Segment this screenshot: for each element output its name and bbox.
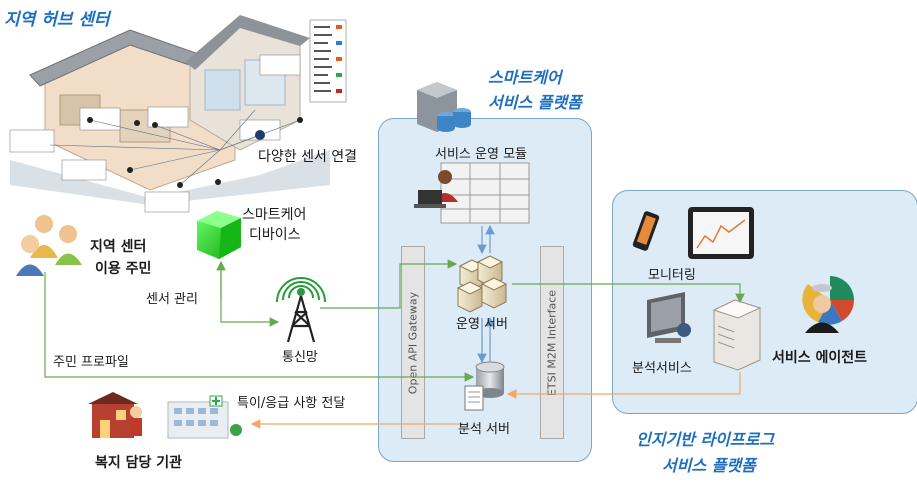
analysis-service-label: 분석서비스 xyxy=(632,361,692,376)
mobile-devices-icon xyxy=(632,207,754,259)
platform-title-line1: 스마트케어 xyxy=(488,68,562,87)
analysis-computer-icon xyxy=(647,292,691,343)
resident-profile-label: 주민 프로파일 xyxy=(53,355,129,370)
m2m-interface-bar: ETSI M2M Interface xyxy=(540,246,564,439)
operator-laptop-icon xyxy=(414,170,458,208)
sensor-management-label: 센서 관리 xyxy=(146,292,198,307)
network-label: 통신망 xyxy=(282,350,318,365)
smartcare-device-label-1: 스마트케어 xyxy=(242,207,307,223)
lifelog-title-line1: 인지기반 라이프로그 xyxy=(636,430,775,449)
smartcare-device-label-2: 디바이스 xyxy=(249,227,301,243)
operation-server-icon xyxy=(456,255,508,313)
analysis-server-label: 분석 서버 xyxy=(458,422,510,437)
service-agent-label: 서비스 에이전트 xyxy=(772,350,868,366)
welfare-agency-label: 복지 담당 기관 xyxy=(95,455,183,471)
ops-server-label: 운영 서버 xyxy=(456,317,508,332)
residents-icon xyxy=(16,215,82,276)
lifelog-server-icon xyxy=(712,299,762,371)
lifelog-title-line2: 서비스 플랫폼 xyxy=(662,456,756,475)
ops-module-label: 서비스 운영 모듈 xyxy=(435,147,527,162)
smart-house-illustration xyxy=(9,15,347,213)
hub-title: 지역 허브 센터 xyxy=(4,10,110,30)
service-agent-icon xyxy=(802,276,855,333)
smartcare-device-cube xyxy=(197,211,241,259)
sensor-connection-label: 다양한 센서 연결 xyxy=(258,149,358,165)
emergency-delivery-label: 특이/응급 사항 전달 xyxy=(237,396,346,411)
residents-label-2: 이용 주민 xyxy=(95,261,152,277)
residents-label-1: 지역 센터 xyxy=(90,239,147,255)
api-gateway-bar: Open API Gateway xyxy=(401,246,425,439)
operation-module-grid xyxy=(440,162,530,224)
communication-tower-icon xyxy=(276,277,326,343)
welfare-agency-icon xyxy=(88,392,242,439)
monitoring-label: 모니터링 xyxy=(648,268,696,283)
platform-server-icon xyxy=(417,82,471,132)
platform-title-line2: 서비스 플랫폼 xyxy=(488,93,582,112)
analysis-server-icon xyxy=(464,361,505,411)
